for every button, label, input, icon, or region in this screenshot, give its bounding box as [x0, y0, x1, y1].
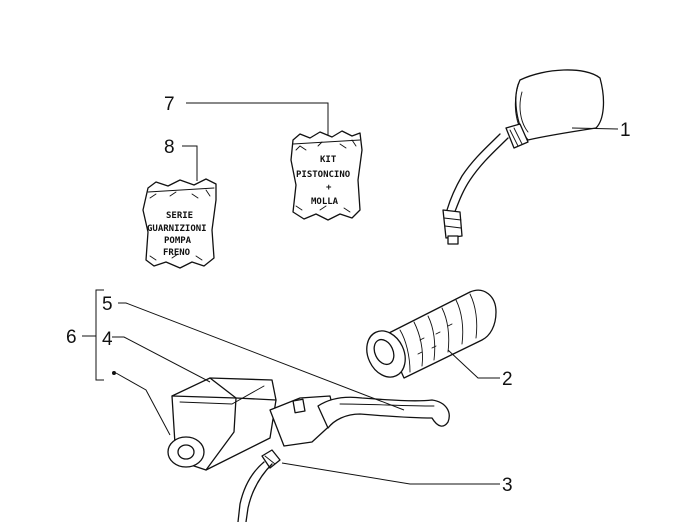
bag-text-line: MOLLA [311, 197, 339, 207]
serie-guarnizioni-bag: SERIE GUARNIZIONI POMPA FRENO [142, 178, 217, 269]
callout-8: 8 [164, 137, 175, 158]
bag-text-line: PISTONCINO [296, 170, 351, 180]
bag-text-line: FRENO [163, 248, 191, 258]
callout-7: 7 [164, 94, 175, 115]
bag-text-line: SERIE [166, 211, 193, 221]
grip-part [366, 289, 497, 379]
mirror-part [442, 69, 605, 245]
switch-cable-part [237, 449, 281, 522]
brake-master-cylinder [167, 377, 337, 471]
kit-pistoncino-bag: KIT PISTONCINO + MOLLA [290, 130, 363, 221]
callout-2: 2 [502, 369, 513, 390]
callout-5: 5 [102, 294, 113, 315]
bag-text-line: POMPA [164, 236, 192, 246]
brake-lever [317, 396, 450, 429]
bag-text-line: GUARNIZIONI [147, 224, 207, 234]
bag-text-line: KIT [320, 155, 337, 165]
bag-text-line: + [326, 183, 332, 193]
callout-1: 1 [620, 120, 631, 141]
callout-4: 4 [102, 329, 113, 350]
callout-3: 3 [502, 475, 513, 496]
callout-6: 6 [66, 327, 77, 348]
